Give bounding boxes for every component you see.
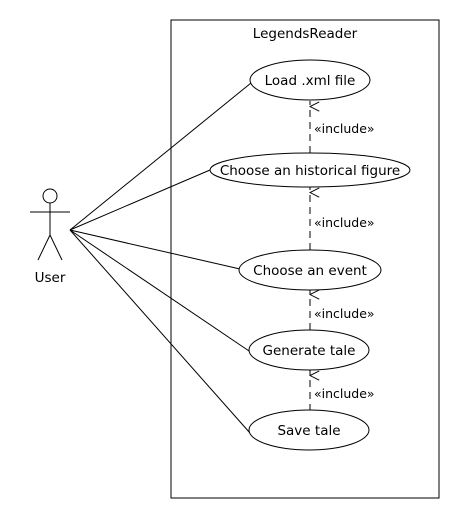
use-case-label: Save tale xyxy=(277,423,340,439)
use-case-save-tale: Save tale xyxy=(248,409,370,451)
use-case-label: Choose an event xyxy=(253,263,367,279)
include-label-2: «include» xyxy=(314,215,375,230)
use-case-label: Generate tale xyxy=(263,343,356,359)
use-case-ellipse xyxy=(249,59,371,101)
association-event xyxy=(69,229,241,270)
association-generate xyxy=(69,229,253,354)
use-case-generate-tale: Generate tale xyxy=(248,329,370,371)
use-case-ellipse xyxy=(209,152,411,188)
associations xyxy=(69,82,253,434)
actor-head xyxy=(42,188,58,204)
use-case-choose-figure: Choose an historical figure xyxy=(209,152,411,188)
association-save xyxy=(69,229,251,434)
include-label-1: «include» xyxy=(314,121,375,136)
system-title: LegendsReader xyxy=(253,26,358,42)
system-boundary xyxy=(170,19,440,499)
association-load xyxy=(69,82,252,231)
use-case-label: Choose an historical figure xyxy=(220,163,400,179)
association-figure xyxy=(69,169,211,231)
use-case-ellipse xyxy=(248,409,370,451)
actor-leg-left xyxy=(37,234,51,261)
use-case-ellipse xyxy=(238,249,382,291)
actor-user xyxy=(30,188,70,261)
actor-label: User xyxy=(35,270,66,286)
include-label-4: «include» xyxy=(314,386,375,401)
use-case-ellipse xyxy=(248,329,370,371)
use-case-choose-event: Choose an event xyxy=(238,249,382,291)
actor-leg-right xyxy=(49,234,63,261)
use-case-label: Load .xml file xyxy=(265,73,356,89)
include-label-3: «include» xyxy=(314,306,375,321)
use-case-load-xml: Load .xml file xyxy=(249,59,371,101)
